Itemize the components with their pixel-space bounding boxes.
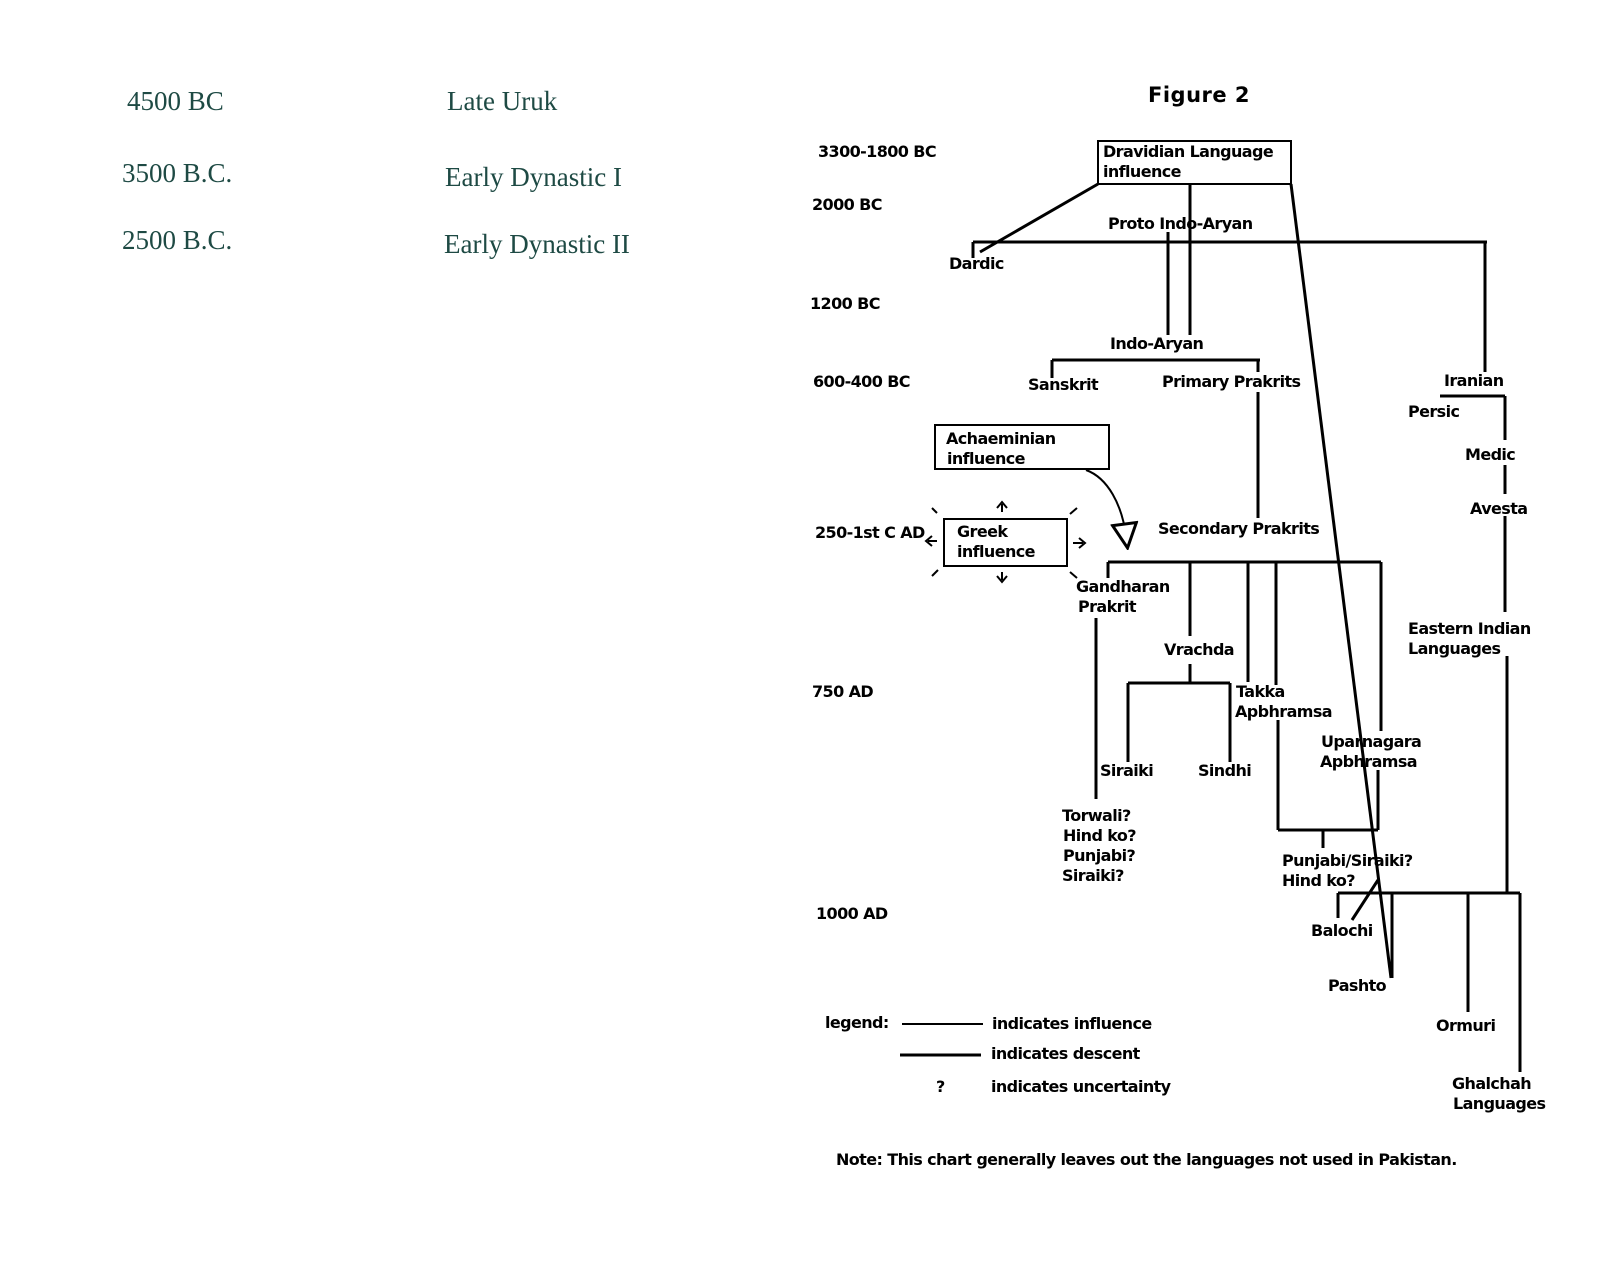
node-siraiki: Siraiki [1100,761,1153,780]
achaemenian-box-line-2: influence [947,449,1026,468]
greek-box-line-1: Greek [957,522,1008,541]
node-ghalchah-line-1: Ghalchah [1452,1074,1531,1093]
achaemenian-box-line-1: Achaeminian [946,429,1056,448]
node-ghalchah-line-2: Languages [1453,1094,1546,1113]
node-dardic: Dardic [949,254,1004,273]
era-period-3: Early Dynastic II [444,229,630,259]
time-label: 1200 BC [810,294,880,313]
achaemenian-influence-arrow [1085,469,1126,536]
dravidian-box-line-1: Dravidian Language [1103,142,1274,161]
legend-uncertainty-text: indicates uncertainty [991,1077,1172,1096]
node-balochi: Balochi [1311,921,1373,940]
dravidian-box-line-2: influence [1103,162,1182,181]
greek-influence-box [943,518,1068,567]
dravidian-influence-box [1097,140,1292,185]
greek-radiating-arrows [924,500,1087,584]
era-date-2: 3500 B.C. [122,158,233,188]
time-label: 2000 BC [812,195,882,214]
node-persic: Persic [1408,402,1459,421]
time-axis: 3300-1800 BC 2000 BC 1200 BC 600-400 BC … [810,142,937,923]
node-uncertain-4: Siraiki? [1062,866,1124,885]
time-label: 600-400 BC [813,372,910,391]
node-eastern-indian-line-2: Languages [1408,639,1501,658]
time-label: 1000 AD [816,904,888,923]
node-sanskrit: Sanskrit [1028,375,1099,394]
era-date-1: 4500 BC [127,86,224,116]
legend-descent-text: indicates descent [991,1044,1141,1063]
node-primary-prakrits: Primary Prakrits [1162,372,1301,391]
node-proto-indo-aryan: Proto Indo-Aryan [1108,214,1253,233]
time-label: 3300-1800 BC [818,142,936,161]
node-avesta: Avesta [1470,499,1527,518]
node-gandharan-line-1: Gandharan [1076,577,1170,596]
legend: legend: indicates influence indicates de… [825,1013,1172,1096]
node-uparnagara-line-1: Uparnagara [1321,732,1421,751]
legend-label: legend: [825,1013,889,1032]
legend-influence-text: indicates influence [992,1014,1152,1033]
figure-title: Figure 2 [1148,83,1250,107]
node-punjabi-siraiki-line-2: Hind ko? [1282,871,1355,890]
node-sindhi: Sindhi [1198,761,1251,780]
node-uncertain-2: Hind ko? [1063,826,1136,845]
achaemenian-influence-box [934,424,1110,470]
node-gandharan-line-2: Prakrit [1078,597,1137,616]
node-punjabi-siraiki-line-1: Punjabi/Siraiki? [1282,851,1413,870]
node-ormuri: Ormuri [1436,1016,1495,1035]
time-label: 250-1st C AD [815,523,925,542]
node-uncertain-3: Punjabi? [1063,846,1136,865]
node-indo-aryan: Indo-Aryan [1110,334,1204,353]
greek-box-line-2: influence [957,542,1036,561]
node-eastern-indian-line-1: Eastern Indian [1408,619,1531,638]
node-iranian: Iranian [1444,371,1504,390]
language-nodes: Proto Indo-Aryan Dardic Indo-Aryan Sansk… [949,214,1546,1113]
node-takka-line-2: Apbhramsa [1235,702,1332,721]
era-date-3: 2500 B.C. [122,225,233,255]
descent-lines [971,182,1522,1072]
node-takka-line-1: Takka [1236,682,1285,701]
era-period-2: Early Dynastic I [445,162,622,192]
node-uncertain-1: Torwali? [1062,806,1131,825]
node-secondary-prakrits: Secondary Prakrits [1158,519,1319,538]
legend-uncertainty-symbol: ? [936,1077,945,1096]
era-period-1: Late Uruk [447,86,558,116]
time-label: 750 AD [812,682,873,701]
node-uparnagara-line-2: Apbhramsa [1320,752,1417,771]
node-vrachda: Vrachda [1164,640,1234,659]
chart-note: Note: This chart generally leaves out th… [836,1150,1457,1169]
node-pashto: Pashto [1328,976,1387,995]
node-medic: Medic [1465,445,1515,464]
